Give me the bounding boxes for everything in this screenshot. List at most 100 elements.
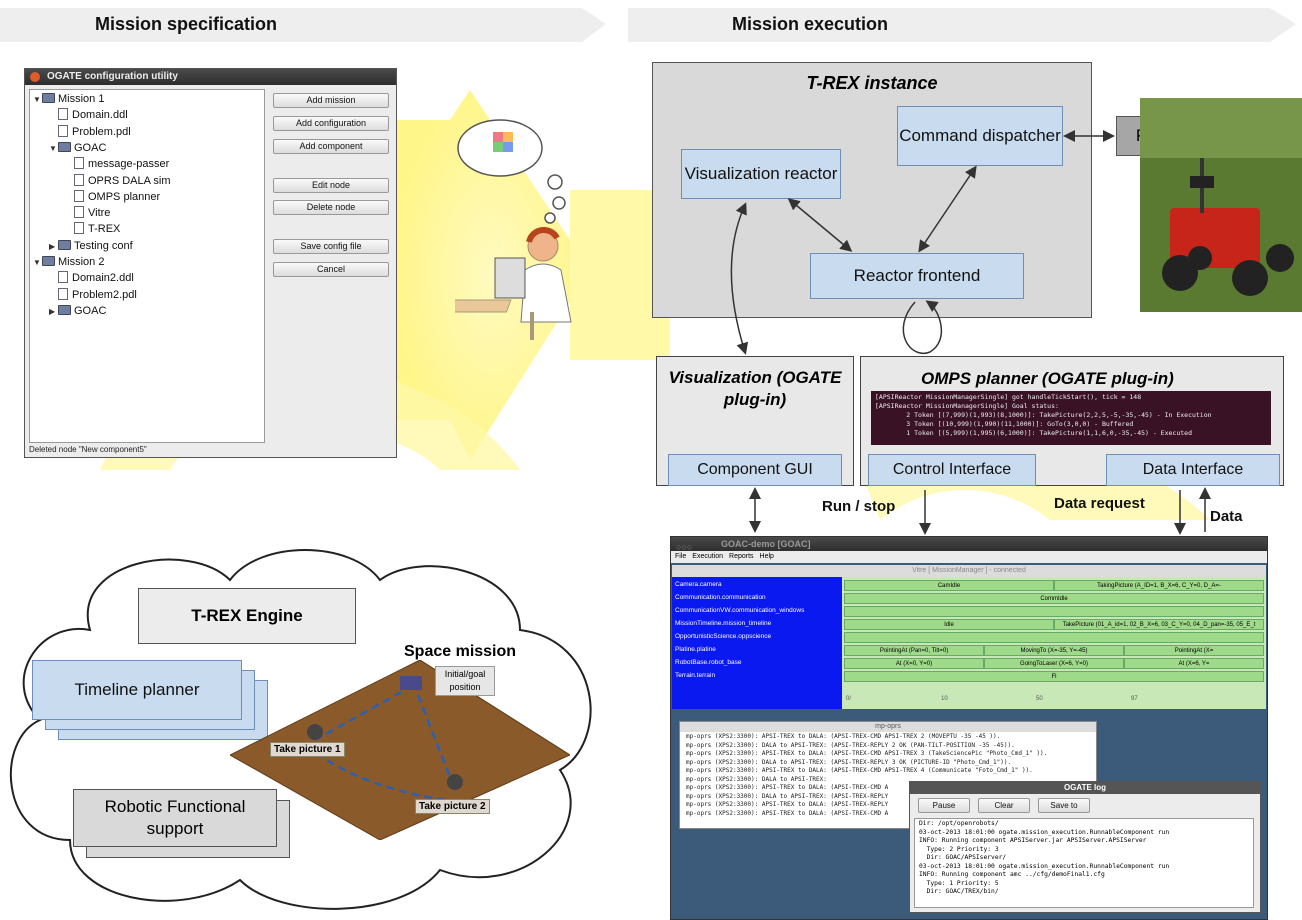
timeline-segment[interactable]: CommIdle: [844, 593, 1264, 604]
mp-oprs-line: mp-oprs (XPS2:3300): DALA to APSI-TREX: …: [686, 758, 1012, 766]
log-line: Dir: GOAC/TREX/bin/: [919, 888, 999, 895]
config-button[interactable]: Add component: [273, 139, 389, 154]
expand-toggle-icon[interactable]: ▼: [33, 258, 41, 267]
file-icon: [74, 157, 84, 170]
menu-item[interactable]: Reports: [729, 553, 754, 560]
terminal-line: 1 Token [(5,999)(1,995)(6,1000)]: TakePi…: [875, 429, 1192, 437]
timeline-tick: 10: [941, 696, 948, 702]
config-window-title: OGATE configuration utility: [47, 71, 178, 82]
space-mission-map: [230, 660, 570, 840]
tree-item[interactable]: Domain.ddl: [49, 108, 128, 123]
timeline-planner-box: Timeline planner: [32, 660, 242, 720]
tree-item-label: message-passer: [88, 158, 170, 171]
exec-header-band: [628, 8, 1296, 42]
config-button[interactable]: Add mission: [273, 93, 389, 108]
visualization-plugin-title: Visualization (OGATE plug-in): [668, 368, 842, 410]
goac-menu-bar: File Execution Reports Help: [671, 551, 1267, 563]
timeline-segment[interactable]: MovingTo (X=-35, Y=-45): [984, 645, 1124, 656]
expand-toggle-icon[interactable]: ▼: [33, 95, 41, 104]
timeline-segment[interactable]: GoingToLaser (X=6, Y=0): [984, 658, 1124, 669]
timeline-segment[interactable]: Fl: [844, 671, 1264, 682]
config-button[interactable]: Add configuration: [273, 116, 389, 131]
log-button[interactable]: Clear: [978, 798, 1030, 813]
expand-toggle-icon[interactable]: ▼: [49, 143, 57, 153]
tree-item[interactable]: message-passer: [65, 157, 169, 172]
mp-oprs-line: mp-oprs (XPS2:3300): APSI-TREX to DALA: …: [686, 809, 889, 817]
expand-toggle-icon[interactable]: ▶: [49, 241, 56, 251]
folder-icon: [58, 239, 71, 250]
tree-item-label: Domain.ddl: [72, 109, 128, 122]
desk: [455, 299, 512, 313]
mp-oprs-window: mp-oprs mp-oprs (XPS2:3300): APSI-TREX t…: [679, 721, 1097, 829]
tree-item[interactable]: Problem.pdl: [49, 124, 131, 140]
data-label: Data: [1210, 508, 1243, 525]
tree-item[interactable]: OMPS planner: [65, 189, 160, 205]
config-button[interactable]: Save config file: [273, 239, 389, 254]
expand-toggle-icon[interactable]: ▶: [49, 306, 56, 316]
ogate-log-title: OGATE log: [910, 782, 1260, 794]
menu-item[interactable]: File: [675, 553, 687, 560]
tree-item-label: T-REX: [88, 223, 121, 236]
file-icon: [58, 108, 68, 121]
timeline-segment[interactable]: CamIdle: [844, 580, 1054, 591]
waypoint-marker: [307, 724, 323, 740]
window-controls-icon[interactable]: ○○○: [676, 542, 693, 552]
menu-item[interactable]: Execution: [692, 553, 724, 560]
mp-oprs-line: mp-oprs (XPS2:3300): APSI-TREX to DALA: …: [686, 750, 1048, 757]
timeline-segment[interactable]: [844, 606, 1264, 617]
visualization-reactor-box: Visualization reactor: [681, 149, 841, 199]
timeline-segment[interactable]: [844, 632, 1264, 643]
log-line: INFO: Running component amc ../cfg/demoF…: [919, 871, 1105, 878]
mission-execution-header: Mission execution: [732, 14, 889, 34]
tree-item[interactable]: T-REX: [65, 222, 120, 237]
terminal-line: [APSIReactor MissionManagerSingle] Goal …: [875, 402, 1059, 410]
timeline-segment[interactable]: At (X=0, Y=0): [844, 658, 984, 669]
data-interface-box: Data Interface: [1106, 454, 1280, 486]
timeline-segment[interactable]: TakePicture (01_A_id=1, 02_B_X=6, 03_C_Y…: [1054, 619, 1264, 630]
tree-item[interactable]: ▼ GOAC: [49, 141, 106, 156]
close-icon[interactable]: [30, 72, 40, 82]
tree-item[interactable]: ▶GOAC: [49, 304, 106, 319]
tree-item[interactable]: Domain2.ddl: [49, 271, 134, 286]
config-button[interactable]: Cancel: [273, 262, 389, 277]
config-utility-window: OGATE configuration utility ▼Mission 1 Do…: [24, 68, 397, 458]
config-button[interactable]: Edit node: [273, 178, 389, 193]
mp-oprs-line: mp-oprs (XPS2:3300): APSI-TREX to DALA: …: [686, 733, 1001, 740]
spec-arrow-shape: [395, 90, 590, 460]
tree-item[interactable]: Problem2.pdl: [49, 287, 137, 303]
take-picture-1-label: Take picture 1: [270, 742, 345, 757]
file-icon: [58, 271, 68, 284]
timeline-name: Terrain.terrain: [675, 672, 716, 679]
timeline-segment[interactable]: PointingAt (X=: [1124, 645, 1264, 656]
log-button[interactable]: Pause: [918, 798, 970, 813]
route-1: [314, 688, 406, 742]
mp-oprs-title: mp-oprs: [680, 722, 1096, 732]
timeline-segment[interactable]: TakingPicture (A_ID=1, B_X=6, C_Y=0, D_A…: [1054, 580, 1264, 591]
file-icon: [74, 206, 84, 219]
mp-oprs-line: mp-oprs (XPS2:3300): APSI-TREX to DALA: …: [686, 784, 889, 791]
log-button[interactable]: Save to: [1038, 798, 1090, 813]
menu-item[interactable]: Help: [759, 553, 774, 560]
config-button[interactable]: Delete node: [273, 200, 389, 215]
tree-item[interactable]: ▼Mission 2: [33, 255, 104, 270]
tree-item-label: GOAC: [74, 141, 107, 154]
tree-item[interactable]: ▼Mission 1: [33, 92, 104, 107]
operator-illustration: [455, 119, 572, 340]
mp-oprs-line: mp-oprs (XPS2:3300): DALA to APSI-TREX: …: [686, 792, 889, 800]
tree-item[interactable]: ▶Testing conf: [49, 239, 133, 254]
trex-engine-box: T-REX Engine: [138, 588, 356, 644]
timeline-segment[interactable]: PointingAt (Pan=0, Tilt=0): [844, 645, 984, 656]
spec-header-band: [0, 8, 606, 42]
timeline-segment[interactable]: At (X=6, Y=: [1124, 658, 1264, 669]
tree-item[interactable]: OPRS DALA sim: [65, 173, 171, 189]
tree-item[interactable]: Vitre: [65, 206, 110, 221]
rover-icon: [400, 676, 422, 690]
folder-icon: [42, 256, 55, 266]
timeline-segment[interactable]: Idle: [844, 619, 1054, 630]
component-gui-box: Component GUI: [668, 454, 842, 486]
timeline-name: MissionTimeline.mission_timeline: [675, 620, 772, 627]
